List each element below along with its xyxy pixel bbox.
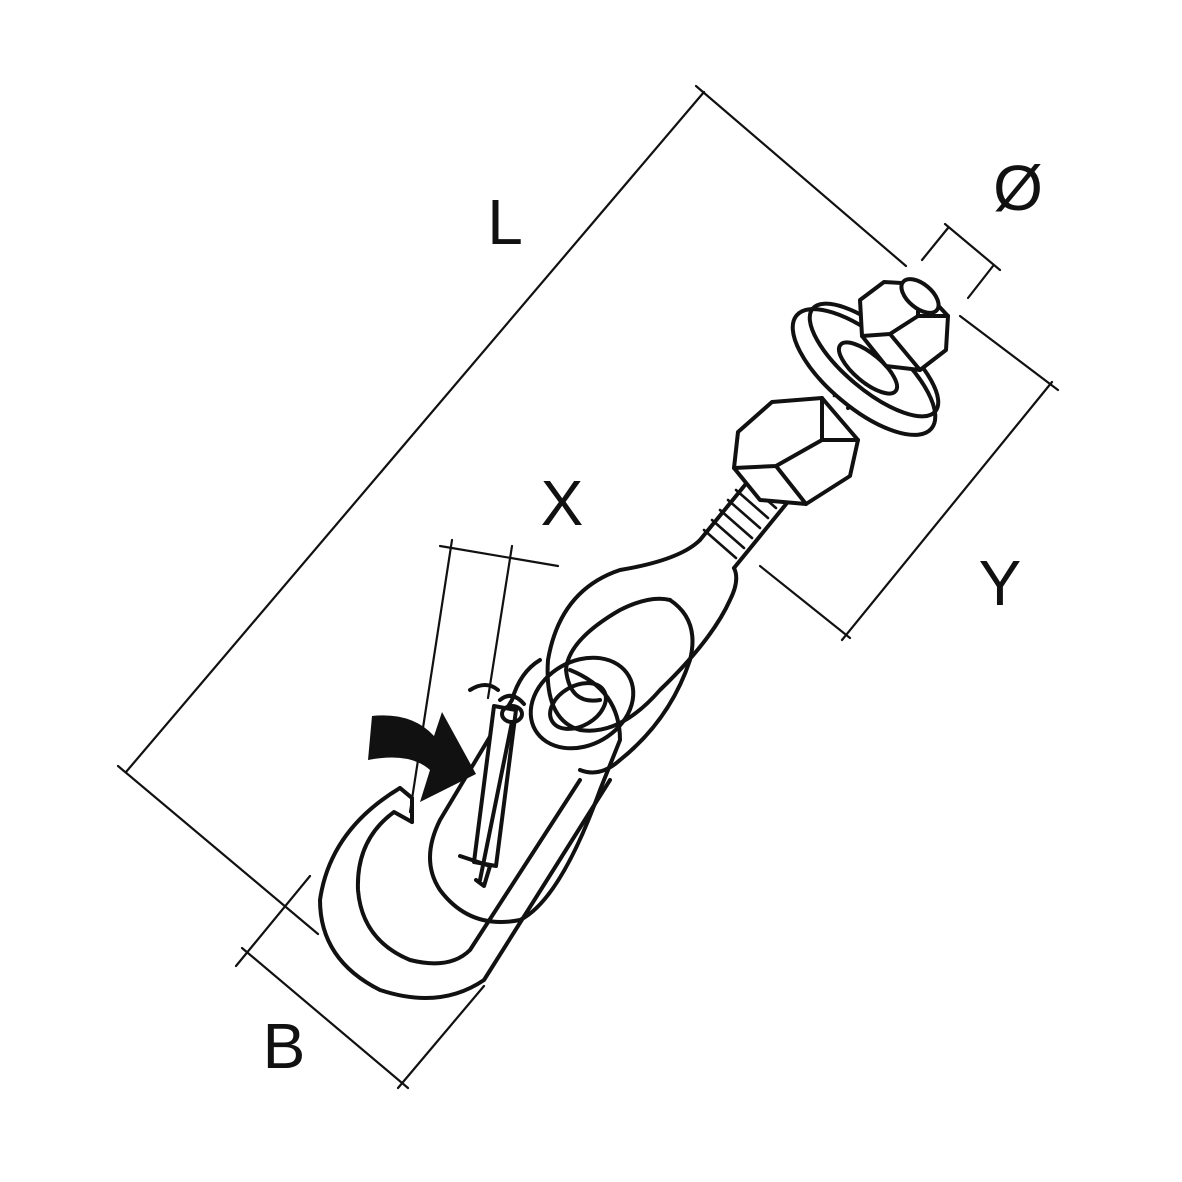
label-b: B [262, 1010, 306, 1082]
direction-arrow-icon [368, 712, 476, 802]
dimension-x [408, 538, 560, 814]
bolt-eye [545, 538, 739, 775]
label-x: X [540, 467, 584, 539]
dimension-b [234, 874, 486, 1090]
label-diameter: Ø [993, 152, 1043, 224]
snap-hook-gate [458, 693, 526, 888]
label-l: L [487, 186, 523, 258]
label-y: Y [978, 547, 1022, 619]
snap-hook [318, 658, 622, 1000]
connecting-rings [528, 655, 636, 751]
dimension-y [758, 314, 1060, 642]
bolt-hardware [732, 277, 950, 506]
dimension-diameter [920, 222, 1002, 300]
